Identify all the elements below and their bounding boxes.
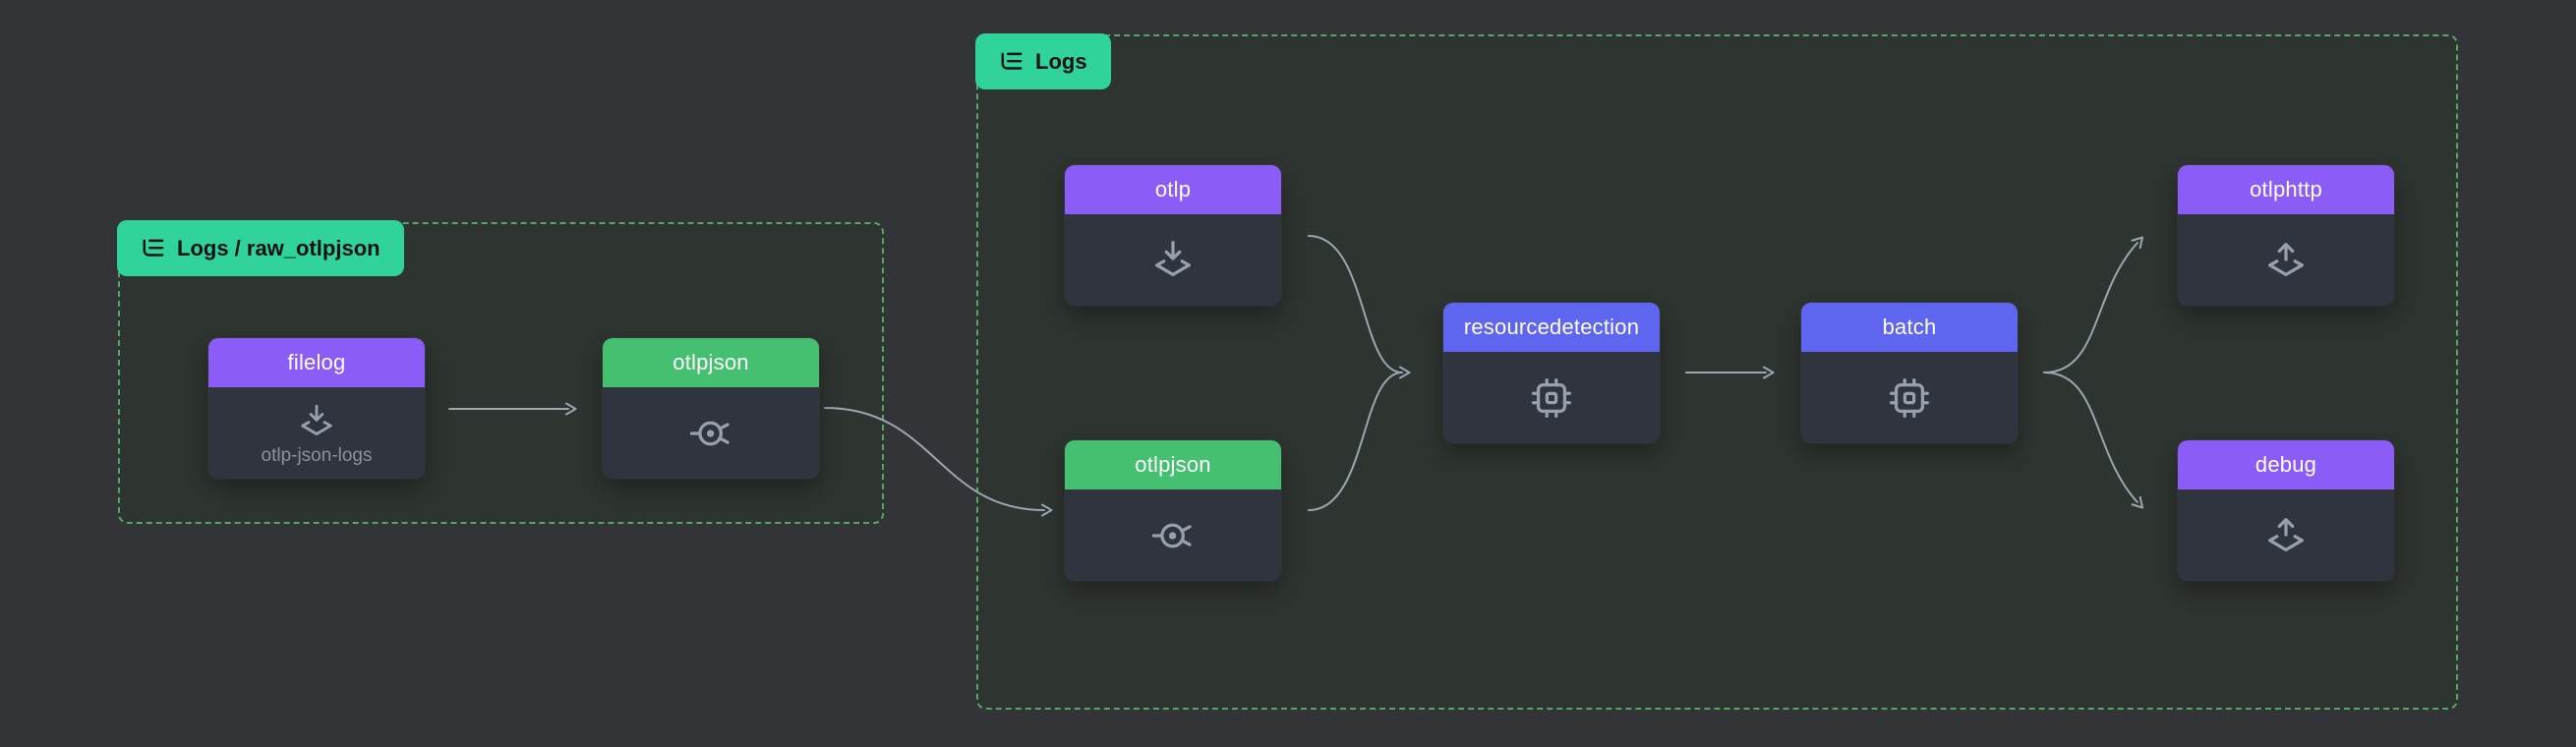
node-resourcedetection-processor[interactable]: resourcedetection [1443, 303, 1660, 443]
processor-icon [1887, 375, 1932, 421]
node-header: otlpjson [603, 338, 819, 387]
node-batch-processor[interactable]: batch [1801, 303, 2018, 443]
exporter-icon [2263, 513, 2309, 558]
node-header: debug [2178, 440, 2394, 489]
pipeline-group-logs [976, 34, 2458, 710]
node-subtitle: otlp-json-logs [261, 444, 373, 466]
node-title: batch [1882, 315, 1937, 339]
node-body [1065, 214, 1281, 306]
node-body [1065, 489, 1281, 581]
node-header: filelog [208, 338, 425, 387]
node-header: otlp [1065, 165, 1281, 214]
node-otlpjson-connector-raw[interactable]: otlpjson [603, 338, 819, 479]
list-tree-icon [141, 236, 166, 261]
node-title: debug [2254, 452, 2317, 477]
node-body [2178, 214, 2394, 306]
group-badge-label: Logs [1035, 48, 1087, 74]
node-body [1801, 352, 2018, 443]
connector-icon [688, 411, 733, 456]
node-title: otlpjson [1135, 452, 1211, 477]
processor-icon [1529, 375, 1574, 421]
node-title: filelog [287, 350, 346, 374]
receiver-icon [297, 402, 336, 441]
node-title: resourcedetection [1463, 315, 1640, 339]
node-body [2178, 489, 2394, 581]
node-header: otlphttp [2178, 165, 2394, 214]
connector-icon [1150, 513, 1196, 558]
node-title: otlpjson [673, 350, 749, 374]
node-body [1443, 352, 1660, 443]
receiver-icon [1150, 238, 1196, 283]
node-body: otlp-json-logs [208, 387, 425, 479]
list-tree-icon [999, 49, 1025, 75]
node-body [603, 387, 819, 479]
group-badge-logs: Logs [975, 33, 1111, 89]
node-header: otlpjson [1065, 440, 1281, 489]
group-badge-logs-raw-otlpjson: Logs / raw_otlpjson [117, 220, 404, 276]
node-otlphttp-exporter[interactable]: otlphttp [2178, 165, 2394, 306]
node-filelog-receiver[interactable]: filelog otlp-json-logs [208, 338, 425, 479]
node-otlpjson-connector-logs[interactable]: otlpjson [1065, 440, 1281, 581]
node-title: otlp [1154, 177, 1192, 201]
node-otlp-receiver[interactable]: otlp [1065, 165, 1281, 306]
node-title: otlphttp [2250, 177, 2322, 201]
node-header: resourcedetection [1443, 303, 1660, 352]
group-badge-label: Logs / raw_otlpjson [177, 235, 381, 260]
node-debug-exporter[interactable]: debug [2178, 440, 2394, 581]
exporter-icon [2263, 238, 2309, 283]
node-header: batch [1801, 303, 2018, 352]
